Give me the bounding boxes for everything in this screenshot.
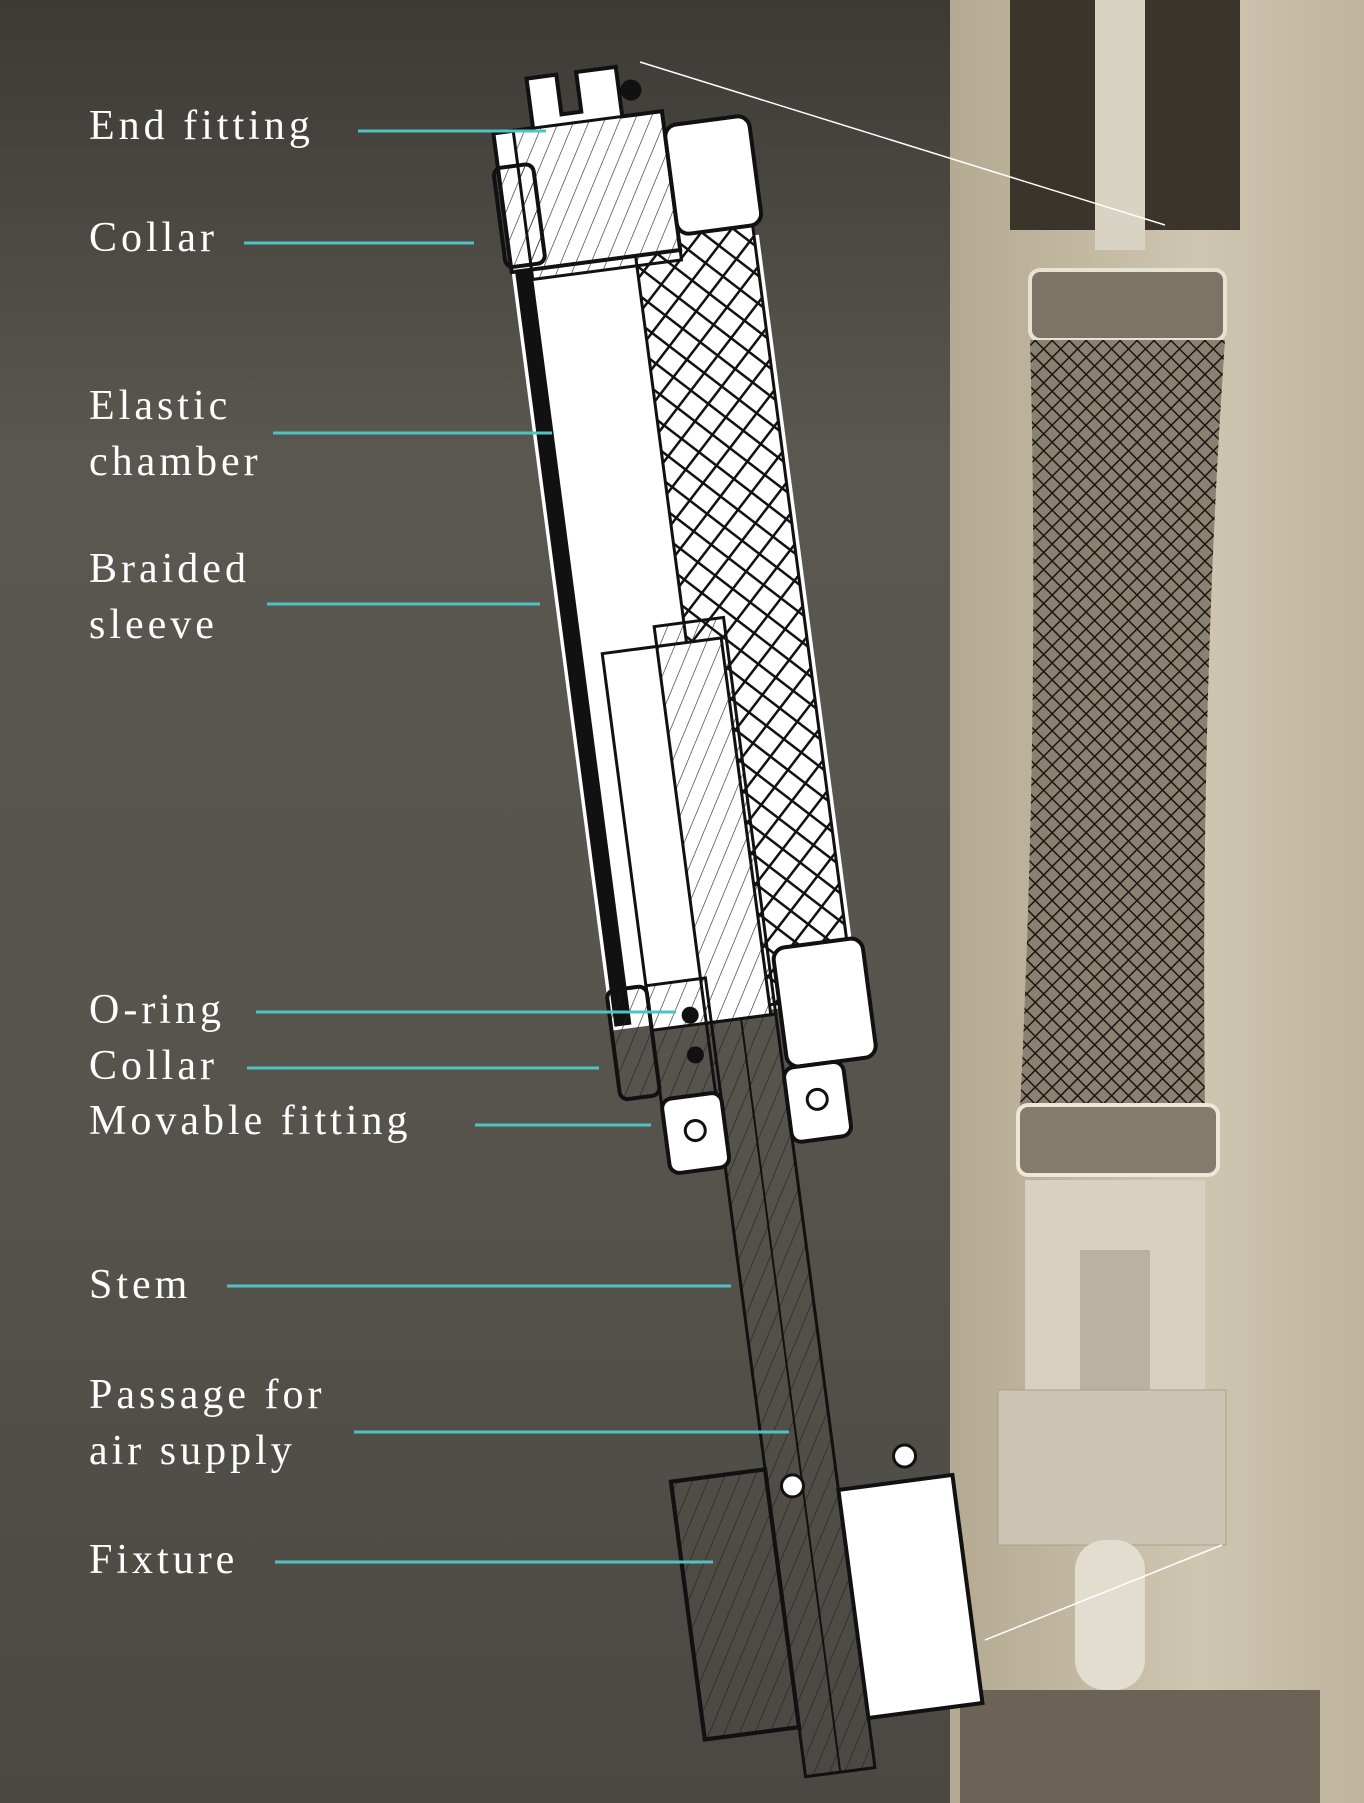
label-stem: Stem (89, 1257, 191, 1313)
movable-fitting-part (660, 1059, 853, 1175)
elastic-chamber-part (511, 218, 860, 1033)
fixture-part (668, 1443, 985, 1742)
label-line: chamber (89, 439, 262, 485)
label-line: End fitting (89, 103, 314, 149)
label-braided-sleeve: Braided sleeve (89, 541, 250, 653)
label-line: Movable fitting (89, 1098, 412, 1144)
label-o-ring: O-ring (89, 982, 225, 1038)
label-fixture: Fixture (89, 1532, 238, 1588)
actuator-cutaway (491, 64, 985, 1779)
label-air-passage: Passage for air supply (89, 1367, 325, 1479)
label-collar-top: Collar (89, 210, 218, 266)
zoom-connector-top (639, 61, 1166, 226)
label-line: sleeve (89, 602, 218, 648)
collar-top-part (491, 114, 764, 269)
zoom-connector-bottom (984, 1544, 1223, 1641)
label-movable-fitting: Movable fitting (89, 1093, 411, 1149)
label-line: Collar (89, 215, 218, 261)
label-line: Elastic (89, 383, 232, 429)
photo-content (960, 0, 1320, 1803)
label-collar-bottom: Collar (89, 1038, 218, 1094)
label-line: Passage for (89, 1372, 326, 1418)
leader-lines (227, 129, 789, 1564)
label-line: O-ring (89, 987, 225, 1033)
label-elastic-chamber: Elastic chamber (89, 378, 262, 490)
label-line: Braided (89, 546, 250, 592)
o-ring-part (681, 1006, 699, 1024)
label-line: Collar (89, 1043, 218, 1089)
label-line: air supply (89, 1428, 296, 1474)
label-line: Fixture (89, 1537, 239, 1583)
label-line: Stem (89, 1262, 192, 1308)
label-end-fitting: End fitting (89, 98, 314, 154)
collar-bottom-part (605, 936, 878, 1107)
